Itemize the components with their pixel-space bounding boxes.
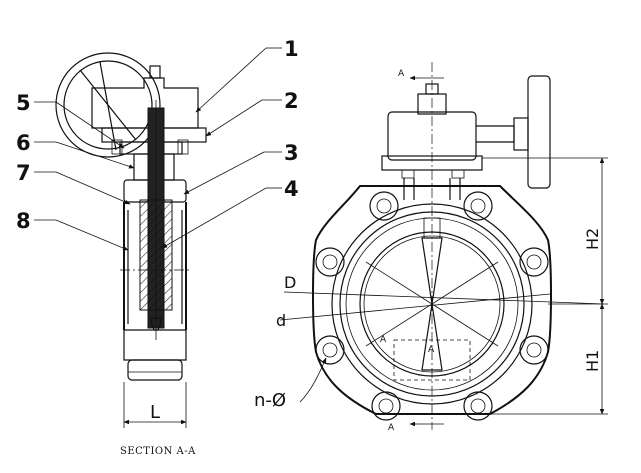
part-label-5: 5	[16, 91, 31, 115]
part-label-8: 8	[16, 209, 31, 233]
part-label-1: 1	[284, 37, 299, 61]
section-mark-bottom: A	[388, 421, 444, 433]
actuator	[381, 75, 551, 189]
dimension-H1-label: H1	[583, 350, 602, 372]
part-label-6: 6	[16, 131, 31, 155]
handwheel	[55, 52, 161, 158]
dimension-d: d	[276, 293, 551, 330]
dimension-D: D	[283, 273, 605, 305]
lower-bush	[123, 329, 187, 361]
dimension-H2-label: H2	[583, 228, 602, 250]
section-mark-bottom-label: A	[388, 423, 395, 433]
dimension-bolt-holes-label: n-Ø	[254, 390, 286, 411]
valve-body-section	[123, 202, 187, 330]
dimension-d-label: d	[276, 311, 286, 330]
gearbox	[91, 65, 199, 129]
part-label-4: 4	[284, 177, 299, 201]
bolt-holes	[315, 191, 549, 421]
dimension-L: L	[123, 382, 187, 428]
dimension-D-label: D	[284, 273, 296, 292]
section-mark-top: A	[398, 69, 444, 81]
section-mark-top-label: A	[398, 69, 405, 79]
section-mark-inner-right: A	[428, 345, 435, 355]
section-view: L SECTION A-A 1 2 3 4 5	[16, 37, 299, 457]
dimension-bolt-holes: n-Ø	[254, 357, 327, 411]
part-label-2: 2	[284, 89, 299, 113]
butterfly-disc	[365, 217, 499, 371]
section-caption: SECTION A-A	[120, 446, 196, 457]
part-label-7: 7	[16, 161, 31, 185]
part-label-3: 3	[284, 141, 299, 165]
dimension-L-label: L	[150, 402, 160, 423]
dimension-height: H2 H1	[482, 157, 608, 415]
section-mark-inner-left: A	[380, 335, 387, 345]
part-leaders: 1 2 3 4 5 6 7	[16, 37, 299, 251]
front-view: A A	[254, 62, 608, 433]
